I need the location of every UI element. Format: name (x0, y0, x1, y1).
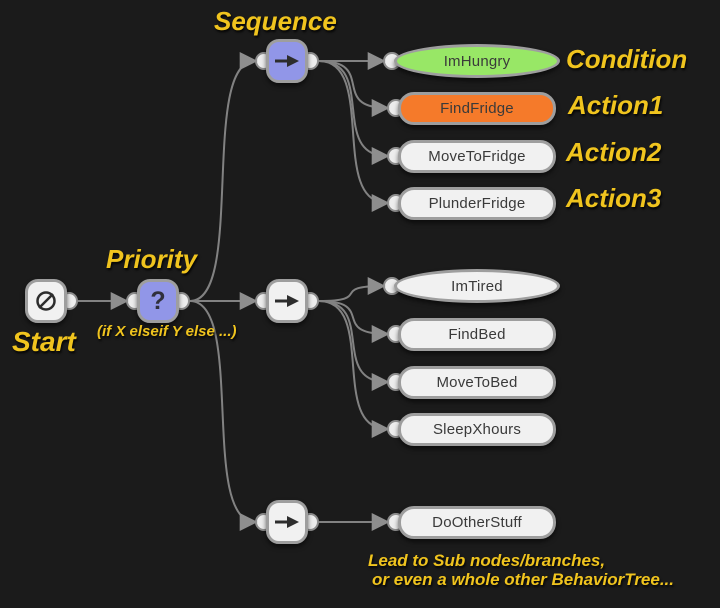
node-findbed[interactable]: FindBed (398, 317, 556, 351)
node-label-movetobed: MoveToBed (436, 373, 518, 391)
node-findfridge[interactable]: FindFridge (398, 91, 556, 125)
node-seq_top[interactable] (266, 39, 308, 83)
node-label-plunderfridge: PlunderFridge (428, 194, 526, 212)
node-label-dootherstuff: DoOtherStuff (432, 513, 522, 531)
node-priority[interactable]: ? (137, 279, 179, 323)
node-label-findfridge: FindFridge (440, 99, 514, 117)
node-imhungry[interactable]: ImHungry (394, 44, 560, 78)
annotation-condition-label: Condition (566, 44, 688, 74)
node-imtired[interactable]: ImTired (394, 269, 560, 303)
node-sleepxhours[interactable]: SleepXhours (398, 412, 556, 446)
annotation-sequence-label: Sequence (214, 6, 337, 36)
edge-seq_mid-movetobed (318, 300, 390, 391)
annotation-action1-label: Action1 (568, 90, 664, 120)
annotation-priority-note: (if X elseif Y else ...) (97, 323, 237, 340)
node-label-findbed: FindBed (448, 325, 506, 343)
edge-seq_mid-sleepxhours (318, 300, 390, 438)
node-movetofridge[interactable]: MoveToFridge (398, 139, 556, 173)
arrow-right-icon (275, 516, 299, 528)
node-label-sleepxhours: SleepXhours (432, 420, 522, 438)
question-mark-icon: ? (150, 286, 166, 315)
edge-priority-seq_top (189, 52, 258, 302)
node-seq_bot[interactable] (266, 500, 308, 544)
annotation-action3-label: Action3 (566, 183, 662, 213)
node-start[interactable] (25, 279, 67, 323)
edge-seq_top-movetofridge (318, 60, 390, 165)
node-seq_mid[interactable] (266, 279, 308, 323)
annotation-priority-label: Priority (106, 244, 198, 274)
node-label-imtired: ImTired (451, 277, 503, 295)
annotation-footnote-line2: or even a whole other BehaviorTree... (372, 570, 675, 589)
edge-seq_mid-imtired (318, 277, 386, 302)
node-label-imhungry: ImHungry (443, 52, 511, 70)
node-dootherstuff[interactable]: DoOtherStuff (398, 505, 556, 539)
edge-seq_mid-findbed (318, 300, 390, 343)
annotation-start-label: Start (12, 326, 76, 357)
arrow-right-icon (275, 55, 299, 67)
annotation-footnote-line1: Lead to Sub nodes/branches, (368, 551, 606, 570)
node-movetobed[interactable]: MoveToBed (398, 365, 556, 399)
node-plunderfridge[interactable]: PlunderFridge (398, 186, 556, 220)
annotation-action2-label: Action2 (566, 137, 662, 167)
node-label-movetofridge: MoveToFridge (428, 147, 526, 165)
slashed-circle-icon (36, 291, 56, 311)
arrow-right-icon (275, 295, 299, 307)
edge-seq_top-findfridge (318, 60, 390, 117)
edge-seq_top-plunderfridge (318, 60, 390, 212)
